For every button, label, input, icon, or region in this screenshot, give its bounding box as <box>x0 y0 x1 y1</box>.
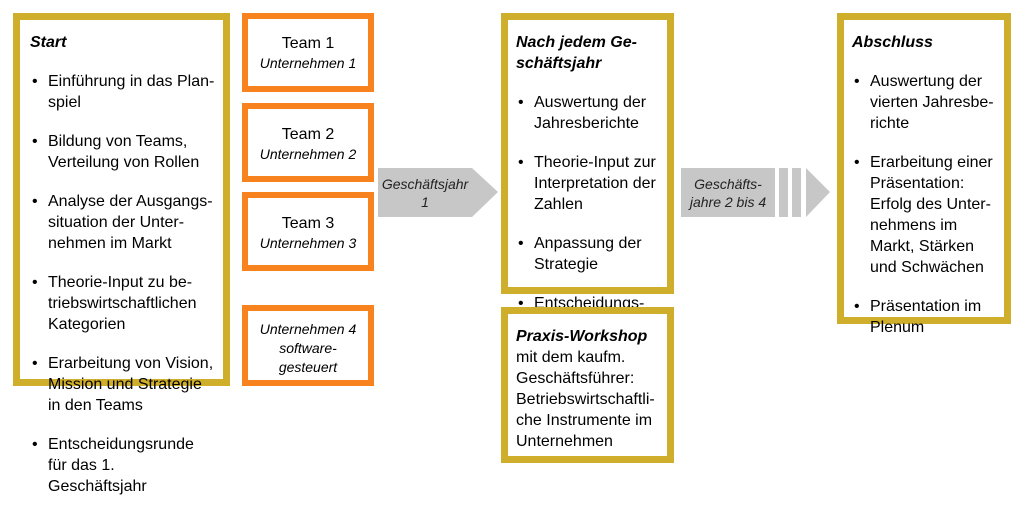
start-item: Erarbeitung von Vision, Mission und Stra… <box>30 353 217 416</box>
arrow-year-1-line1: Geschäftsjahr <box>381 176 469 192</box>
closing-item: Erarbeitung einer Präsentation: Erfolg d… <box>852 152 1000 278</box>
closing-list: Auswertung der vierten Jahresbe- richte … <box>852 53 1000 356</box>
team-1-company: Unternehmen 1 <box>259 55 357 71</box>
arrow-years-2-4-line1: Geschäfts- <box>694 176 762 192</box>
closing-box: Abschluss Auswertung der vierten Jahresb… <box>837 13 1011 336</box>
start-box: Start Einführung in das Plan- spiel Bild… <box>13 13 230 495</box>
start-item: Analyse der Ausgangs- situation der Unte… <box>30 191 217 254</box>
arrow-years-2-4-label: Geschäfts- jahre 2 bis 4 <box>681 175 775 211</box>
arrow-year-1-line2: 1 <box>421 194 429 210</box>
each-year-item: Anpassung der Strategie <box>516 233 663 275</box>
start-item: Einführung in das Plan- spiel <box>30 71 217 113</box>
each-year-item: Auswertung der Jahresberichte <box>516 92 663 134</box>
start-item: Bildung von Teams, Verteilung von Rollen <box>30 131 217 173</box>
team-4-box: Unternehmen 4 software- gesteuert <box>242 305 374 386</box>
team-4-line2: software- <box>279 340 337 356</box>
team-2-company: Unternehmen 2 <box>259 146 357 162</box>
each-year-list: Auswertung der Jahresberichte Theorie-In… <box>516 74 663 374</box>
team-3-box: Team 3 Unternehmen 3 <box>242 192 374 271</box>
workshop-text: mit dem kaufm. Geschäftsführer: Betriebs… <box>516 349 655 450</box>
each-year-title: Nach jedem Ge- schäftsjahr <box>516 34 637 72</box>
start-title: Start <box>30 34 67 51</box>
arrow-years-2-4-head <box>806 168 830 217</box>
workshop-box: Praxis-Workshop mit dem kaufm. Geschäfts… <box>501 307 674 463</box>
start-list: Einführung in das Plan- spiel Bildung vo… <box>30 53 217 515</box>
start-item: Theorie-Input zu be- triebswirtschaftlic… <box>30 272 217 335</box>
team-3-name: Team 3 <box>281 215 335 232</box>
each-year-box: Nach jedem Ge- schäftsjahr Auswertung de… <box>501 13 674 354</box>
each-year-item: Theorie-Input zur Interpretation der Zah… <box>516 152 663 215</box>
team-4-line3: gesteuert <box>278 359 338 375</box>
team-2-name: Team 2 <box>281 126 335 143</box>
closing-item: Auswertung der vierten Jahresbe- richte <box>852 71 1000 134</box>
closing-item: Präsentation im Plenum <box>852 296 1000 338</box>
workshop-title: Praxis-Workshop <box>516 328 648 345</box>
team-4-company: Unternehmen 4 <box>259 321 357 337</box>
start-item: Entscheidungsrunde für das 1. Geschäftsj… <box>30 434 217 497</box>
arrow-year-1 <box>378 168 498 217</box>
team-2-box: Team 2 Unternehmen 2 <box>242 103 374 182</box>
arrows-layer <box>378 168 830 217</box>
closing-title: Abschluss <box>852 34 933 51</box>
team-1-box: Team 1 Unternehmen 1 <box>242 13 374 92</box>
arrow-years-2-4-body <box>681 168 775 217</box>
team-1-name: Team 1 <box>281 35 335 52</box>
arrow-years-2-4-stripe-1 <box>779 168 788 217</box>
team-3-company: Unternehmen 3 <box>259 235 357 251</box>
arrow-years-2-4-stripe-2 <box>792 168 801 217</box>
arrow-years-2-4-line2: jahre 2 bis 4 <box>689 194 767 210</box>
arrow-year-1-label: Geschäftsjahr 1 <box>380 175 470 211</box>
